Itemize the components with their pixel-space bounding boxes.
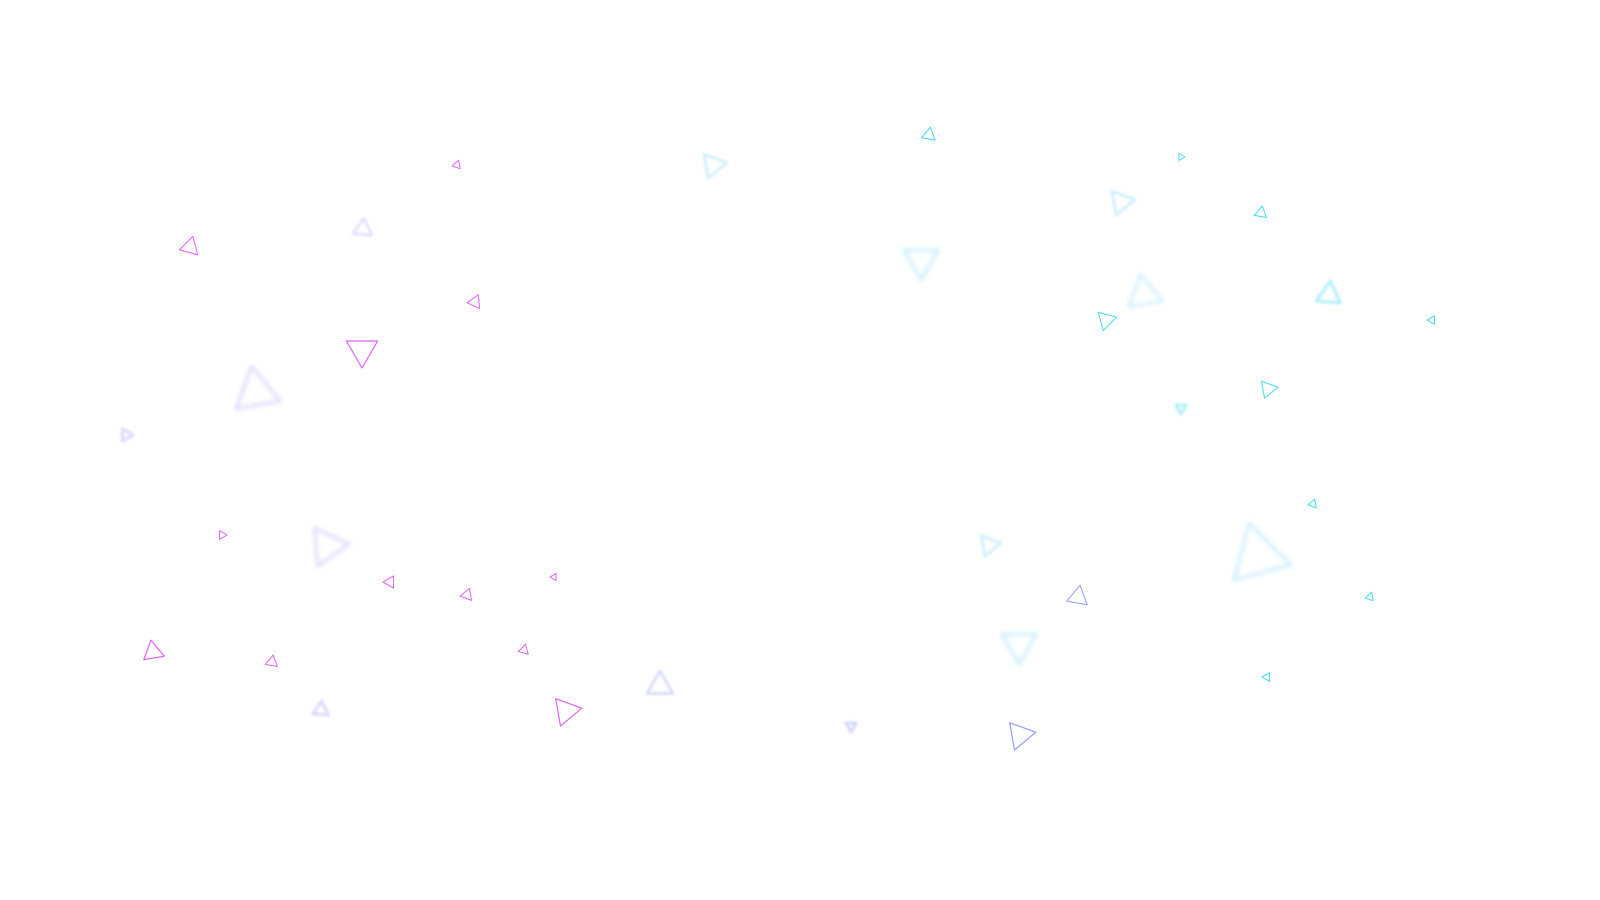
- triangle-particle: [999, 632, 1039, 666]
- triangle-particle: [901, 248, 941, 282]
- triangle-particle: [345, 340, 379, 369]
- triangle-particle: [382, 575, 395, 589]
- triangle-particle: [1261, 672, 1270, 682]
- triangle-particle: [517, 643, 529, 655]
- triangle-particle: [702, 152, 729, 180]
- triangle-particle: [1314, 279, 1342, 305]
- triangle-particle: [234, 364, 282, 411]
- triangle-particle: [143, 639, 165, 661]
- triangle-particle: [645, 669, 675, 695]
- triangle-particle: [844, 721, 858, 734]
- triangle-particle: [121, 427, 135, 443]
- triangle-particle: [555, 698, 583, 727]
- triangle-particle: [1009, 722, 1037, 751]
- triangle-particle: [178, 235, 199, 256]
- triangle-particle: [1307, 498, 1317, 509]
- triangle-particle: [1174, 403, 1188, 416]
- triangle-particle: [1178, 153, 1186, 161]
- triangle-particle: [1127, 272, 1165, 309]
- triangle-particle: [1426, 315, 1435, 325]
- triangle-particle: [1097, 311, 1118, 332]
- triangle-particle: [351, 216, 374, 237]
- triangle-particle: [1261, 380, 1279, 399]
- triangle-particle: [549, 573, 557, 581]
- triangle-particle: [264, 654, 278, 668]
- triangle-particle: [1364, 591, 1374, 602]
- triangle-particle: [1066, 584, 1088, 606]
- triangle-particle: [451, 159, 461, 170]
- triangle-particle: [1110, 189, 1137, 217]
- triangle-particle: [311, 699, 330, 717]
- triangle-particle: [1232, 521, 1293, 582]
- triangle-particle: [979, 534, 1003, 558]
- triangle-particle: [921, 126, 936, 141]
- triangle-particle: [459, 587, 473, 601]
- triangle-particle: [466, 294, 481, 310]
- triangle-particle: [219, 530, 228, 540]
- triangle-particle: [1253, 205, 1267, 219]
- triangle-particle: [312, 526, 351, 568]
